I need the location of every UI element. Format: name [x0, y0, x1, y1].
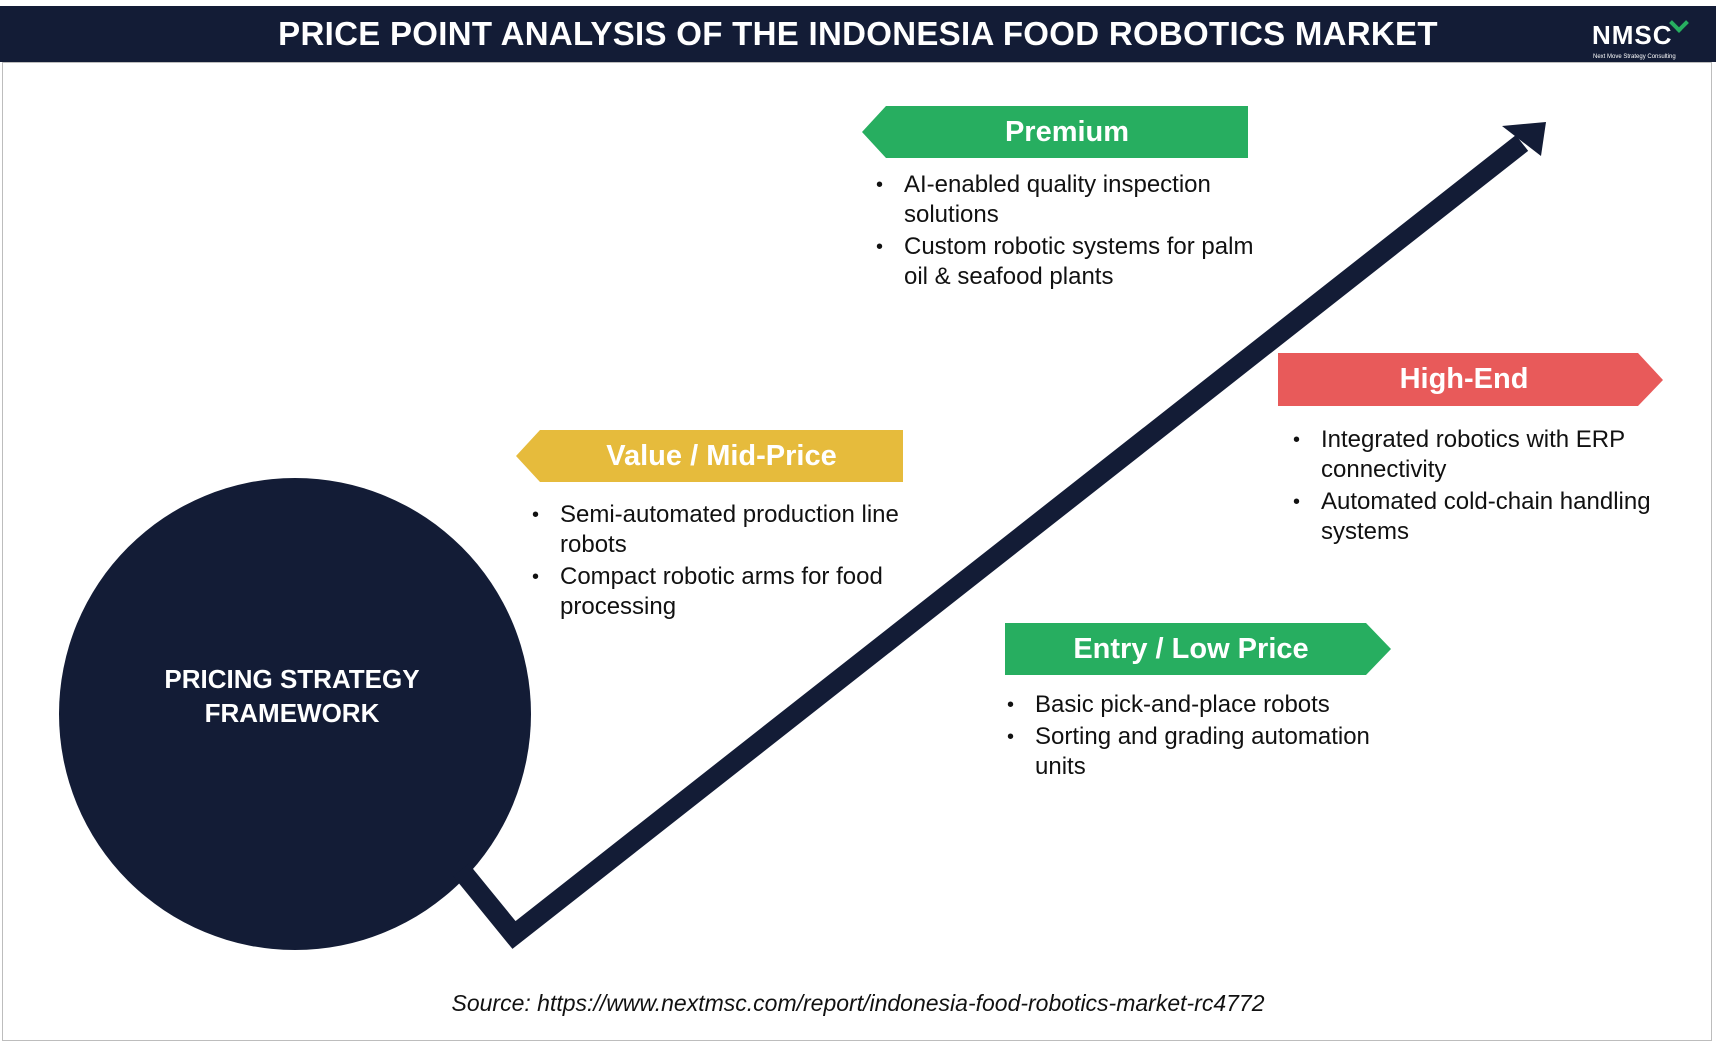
growth-arrow-head [1502, 122, 1546, 156]
premium-tag-shape [862, 106, 1248, 158]
content-frame [2, 62, 1712, 1041]
premium-tag: Premium [886, 106, 1248, 158]
logo-subtext: Next Move Strategy Consulting [1593, 54, 1676, 60]
framework-label-line2: FRAMEWORK [204, 698, 380, 728]
page-title: PRICE POINT ANALYSIS OF THE INDONESIA FO… [278, 15, 1438, 52]
high-end-list: Integrated robotics with ERP connectivit… [1293, 425, 1673, 549]
source-citation: Source: https://www.nextmsc.com/report/i… [451, 990, 1265, 1016]
high-end-label: High-End [1399, 363, 1529, 395]
list-item: Integrated robotics with ERP connectivit… [1293, 425, 1673, 485]
value-tag-shape [516, 430, 903, 482]
header-bar: PRICE POINT ANALYSIS OF THE INDONESIA FO… [0, 6, 1716, 62]
framework-circle [59, 478, 531, 950]
nmsc-logo: NMSC Next Move Strategy Consulting [1592, 13, 1692, 62]
entry-tag: Entry / Low Price [1005, 623, 1377, 675]
framework-label-line1: PRICING STRATEGY [164, 664, 420, 694]
entry-label: Entry / Low Price [1073, 633, 1309, 665]
value-tag: Value / Mid-Price [540, 430, 903, 482]
high-end-tag-shape [1278, 353, 1663, 406]
high-end-tag: High-End [1278, 353, 1650, 405]
entry-tag-shape [1005, 623, 1391, 675]
framework-label: PRICING STRATEGY FRAMEWORK [100, 662, 484, 730]
growth-arrow-line [453, 135, 1529, 949]
premium-list: AI-enabled quality inspection solutions … [876, 170, 1256, 294]
value-list: Semi-automated production line robots Co… [532, 500, 912, 624]
premium-label: Premium [1004, 116, 1130, 148]
list-item: AI-enabled quality inspection solutions [876, 170, 1256, 230]
list-item: Sorting and grading automation units [1007, 722, 1407, 782]
list-item: Custom robotic systems for palm oil & se… [876, 232, 1256, 292]
value-label: Value / Mid-Price [606, 440, 837, 472]
entry-list: Basic pick-and-place robots Sorting and … [1007, 690, 1407, 784]
list-item: Semi-automated production line robots [532, 500, 912, 560]
logo-text: NMSC [1592, 20, 1673, 50]
list-item: Basic pick-and-place robots [1007, 690, 1407, 720]
list-item: Compact robotic arms for food processing [532, 562, 912, 622]
list-item: Automated cold-chain handling systems [1293, 487, 1673, 547]
